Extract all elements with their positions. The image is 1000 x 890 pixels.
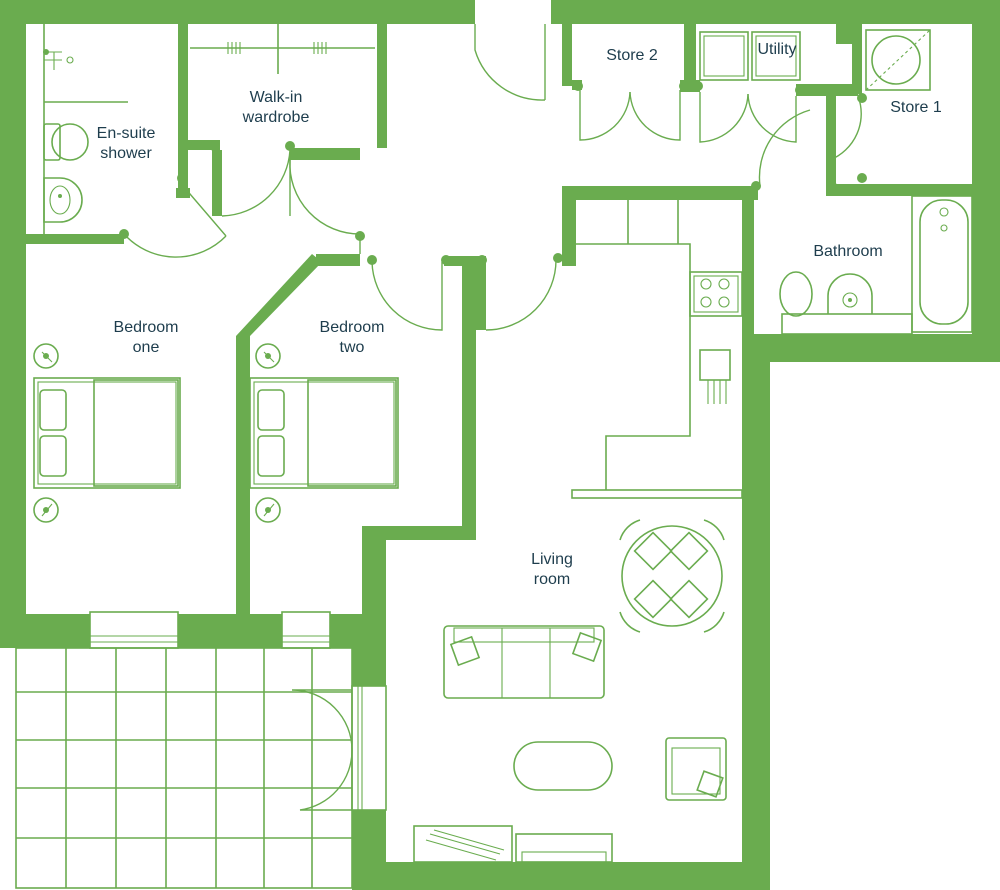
label-store-1: Store 1: [890, 99, 942, 116]
doors: [123, 24, 862, 811]
coffee-table: [513, 741, 613, 791]
label-ensuite-1: En-suite: [97, 125, 156, 142]
sofa: [443, 625, 605, 699]
utility-fixtures: [699, 29, 931, 91]
ensuite-fixtures: [43, 24, 128, 234]
bed-one: [33, 343, 181, 523]
label-store-2: Store 2: [606, 47, 658, 64]
terrace: [15, 647, 353, 889]
label-bedroom-one-2: one: [133, 339, 160, 356]
room-labels: En-suite shower Walk-in wardrobe Store 2…: [97, 41, 942, 588]
label-living-1: Living: [531, 551, 573, 568]
label-living-2: room: [534, 571, 570, 588]
label-wardrobe-1: Walk-in: [250, 89, 303, 106]
kitchen-fixtures: [571, 200, 743, 499]
label-bedroom-one-1: Bedroom: [114, 319, 179, 336]
label-bedroom-two-2: two: [340, 339, 365, 356]
wardrobe-rail: [190, 24, 375, 74]
label-bathroom: Bathroom: [813, 243, 882, 260]
label-wardrobe-2: wardrobe: [242, 109, 310, 126]
label-ensuite-2: shower: [100, 145, 152, 162]
hinges: [43, 13, 867, 265]
label-utility: Utility: [757, 41, 796, 58]
label-bedroom-two-1: Bedroom: [320, 319, 385, 336]
bathroom-fixtures: [779, 195, 973, 335]
armchair: [665, 737, 727, 801]
dining-set: [619, 519, 725, 633]
bed-two: [249, 343, 399, 523]
tv-unit: [413, 825, 613, 863]
